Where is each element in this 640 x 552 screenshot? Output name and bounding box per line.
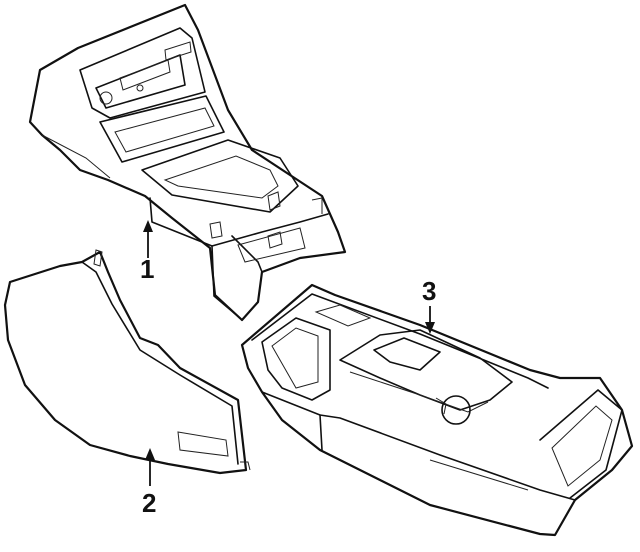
callout-1: 1 (140, 254, 154, 284)
leader-2 (145, 448, 155, 486)
part-3-floor-console (240, 283, 634, 537)
part-2-side-panel (3, 249, 251, 475)
leader-1 (143, 220, 153, 258)
leader-3 (425, 306, 435, 334)
callout-3: 3 (422, 276, 436, 306)
callout-2: 2 (142, 488, 156, 518)
part-1-console-bezel (28, 3, 347, 322)
